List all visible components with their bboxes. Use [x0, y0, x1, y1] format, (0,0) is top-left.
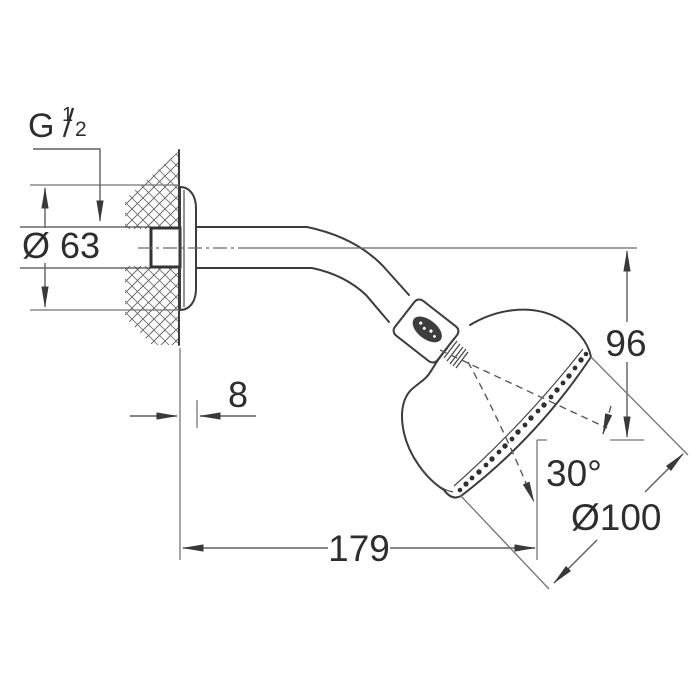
- head-drop-label: 96: [605, 323, 646, 364]
- dimension-head-drop: 96: [605, 250, 647, 441]
- shower-head: [401, 308, 593, 499]
- thread-label-numerator: 1: [62, 104, 73, 126]
- ext-line-face-bottom: [459, 494, 550, 590]
- arm-length-label: 179: [328, 528, 390, 569]
- spray-nozzle-dots: [457, 351, 589, 493]
- dimension-escutcheon-diameter: Ø 63: [22, 187, 100, 308]
- head-diameter-label: Ø100: [571, 497, 662, 538]
- escutcheon-diameter-label: Ø 63: [22, 225, 100, 266]
- dimension-arm-length: 179: [182, 528, 536, 569]
- dimension-head-diameter: Ø100: [459, 356, 689, 590]
- thread-label-prefix: G: [28, 107, 54, 145]
- grohe-logo: [412, 316, 442, 343]
- dimension-thread: G 1 2: [28, 104, 104, 222]
- dimension-escutcheon-depth: 8: [130, 348, 256, 560]
- supply-pipe: [20, 226, 151, 269]
- spray-angle-construction: [439, 349, 613, 560]
- ext-line-face-top: [590, 356, 689, 456]
- thread-leader-line: [33, 148, 104, 222]
- shower-arm: [196, 226, 410, 323]
- head-bottom-contour: [420, 468, 454, 493]
- thread-label-denominator: 2: [75, 118, 87, 141]
- spray-face-inner-line: [453, 348, 584, 487]
- escutcheon-depth-label: 8: [228, 374, 248, 415]
- spray-angle-label: 30°: [546, 453, 602, 494]
